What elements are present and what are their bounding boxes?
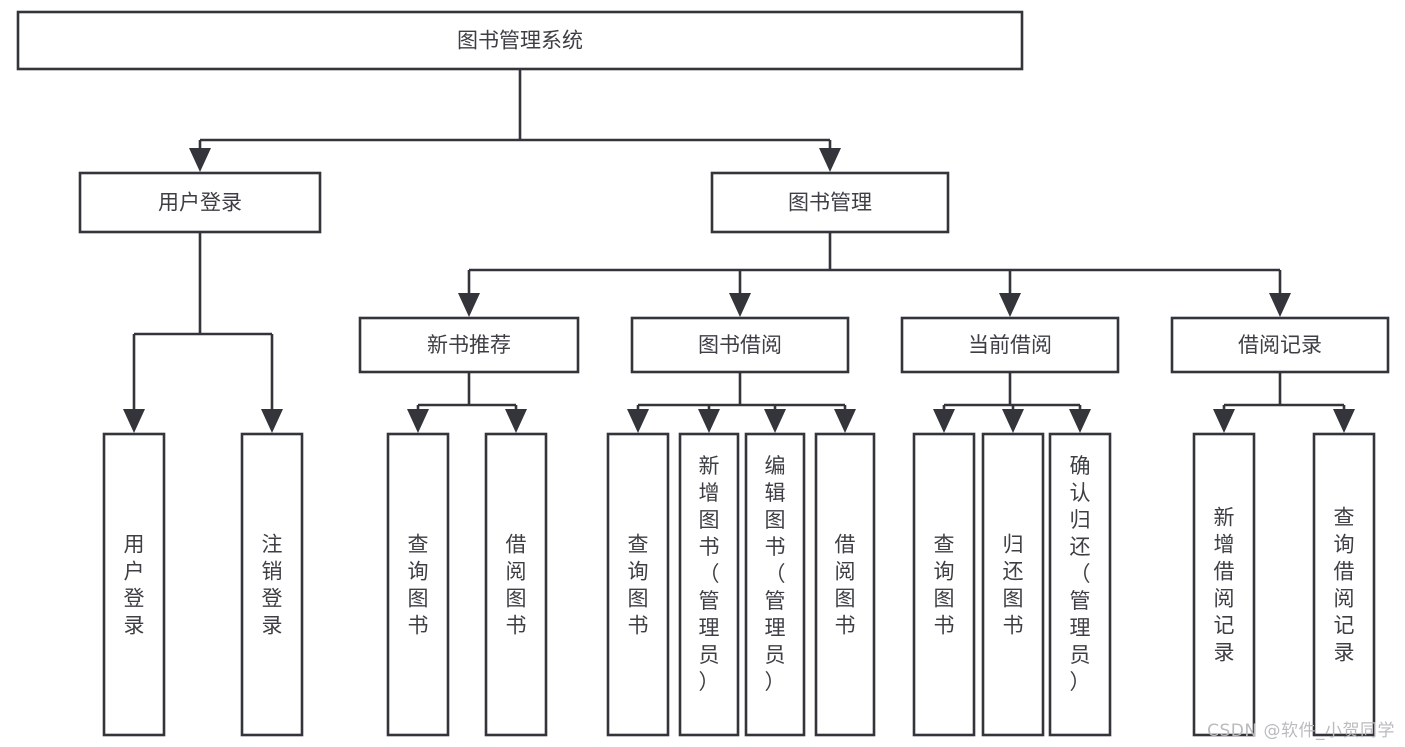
arrow-head-icon <box>123 409 145 433</box>
node-label-leaf-borrow-book-2: 借阅图书 <box>835 533 856 638</box>
node-box-leaf-borrow-book-2 <box>814 432 876 737</box>
edge-recommend-to-leaves <box>407 372 527 433</box>
node-label-leaf-query-book-3: 查询图书 <box>934 533 955 638</box>
node-label-borrow-record: 借阅记录 <box>1238 333 1322 357</box>
node-leaf-return-book[interactable]: 归还图书 <box>981 432 1045 737</box>
arrow-head-icon <box>819 148 841 172</box>
arrow-head-icon <box>729 293 751 317</box>
node-leaf-query-book-3[interactable]: 查询图书 <box>912 432 976 737</box>
edge-record-to-leaves <box>1213 372 1355 433</box>
node-box-book-manage <box>710 171 950 234</box>
node-box-new-book-recommend <box>358 316 580 374</box>
node-label-new-book-recommend: 新书推荐 <box>427 333 511 357</box>
edge-borrow-to-leaves <box>627 372 856 433</box>
arrow-head-icon <box>261 409 283 433</box>
edge-userlogin-to-leaves <box>123 232 283 433</box>
arrow-head-icon <box>1333 409 1355 433</box>
arrow-head-icon <box>933 409 955 433</box>
node-box-leaf-add-record <box>1192 432 1256 737</box>
node-borrow-record[interactable]: 借阅记录 <box>1170 316 1390 374</box>
arrow-head-icon <box>407 409 429 433</box>
node-leaf-query-book-2[interactable]: 查询图书 <box>606 432 670 737</box>
arrow-head-icon <box>1069 409 1091 433</box>
node-leaf-query-record[interactable]: 查询借阅记录 <box>1312 432 1376 737</box>
node-label-leaf-confirm-return: 确认归还（管理员） <box>1070 454 1091 694</box>
node-label-current-borrow: 当前借阅 <box>968 333 1052 357</box>
node-box-root <box>16 10 1024 71</box>
node-leaf-borrow-book-2[interactable]: 借阅图书 <box>814 432 876 737</box>
nodes-layer: 图书管理系统用户登录图书管理新书推荐图书借阅当前借阅借阅记录用户登录注销登录查询… <box>16 10 1390 737</box>
node-label-leaf-edit-book: 编辑图书（管理员） <box>765 454 786 694</box>
node-leaf-query-book-1[interactable]: 查询图书 <box>386 432 450 737</box>
node-box-leaf-logout <box>240 432 304 737</box>
node-box-leaf-confirm-return <box>1048 432 1112 737</box>
node-label-book-borrow: 图书借阅 <box>698 333 782 357</box>
arrow-head-icon <box>764 409 786 433</box>
node-box-borrow-record <box>1170 316 1390 374</box>
node-label-leaf-add-book: 新增图书（管理员） <box>699 454 720 694</box>
connectors-layer <box>123 69 1355 433</box>
arrow-head-icon <box>189 148 211 172</box>
node-label-leaf-query-record: 查询借阅记录 <box>1334 506 1355 665</box>
arrow-head-icon <box>999 293 1021 317</box>
edge-current-to-leaves <box>933 372 1091 433</box>
node-label-leaf-user-login: 用户登录 <box>124 533 145 638</box>
arrow-head-icon <box>834 409 856 433</box>
node-leaf-add-record[interactable]: 新增借阅记录 <box>1192 432 1256 737</box>
node-user-login[interactable]: 用户登录 <box>78 171 322 234</box>
node-leaf-add-book[interactable]: 新增图书（管理员） <box>678 432 740 737</box>
node-label-leaf-borrow-book-1: 借阅图书 <box>506 533 527 638</box>
node-label-leaf-query-book-1: 查询图书 <box>408 533 429 638</box>
node-box-leaf-query-book-2 <box>606 432 670 737</box>
watermark-text: CSDN @软件_小贺同学 <box>1207 721 1395 741</box>
node-leaf-user-login[interactable]: 用户登录 <box>102 432 166 737</box>
node-label-leaf-logout: 注销登录 <box>262 533 283 638</box>
node-label-user-login: 用户登录 <box>158 191 242 215</box>
arrow-head-icon <box>1002 409 1024 433</box>
edge-root-to-level1 <box>189 69 841 172</box>
node-box-leaf-user-login <box>102 432 166 737</box>
arrow-head-icon <box>698 409 720 433</box>
node-box-leaf-borrow-book-1 <box>484 432 548 737</box>
arrow-head-icon <box>627 409 649 433</box>
node-current-borrow[interactable]: 当前借阅 <box>900 316 1120 374</box>
node-root[interactable]: 图书管理系统 <box>16 10 1024 71</box>
node-box-current-borrow <box>900 316 1120 374</box>
node-box-leaf-query-book-3 <box>912 432 976 737</box>
node-label-leaf-query-book-2: 查询图书 <box>628 533 649 638</box>
node-box-leaf-return-book <box>981 432 1045 737</box>
node-box-book-borrow <box>630 316 850 374</box>
edge-bookmanage-to-level2 <box>458 232 1291 317</box>
node-label-root: 图书管理系统 <box>457 29 583 53</box>
node-box-leaf-query-book-1 <box>386 432 450 737</box>
node-leaf-confirm-return[interactable]: 确认归还（管理员） <box>1048 432 1112 737</box>
node-label-leaf-add-record: 新增借阅记录 <box>1214 506 1235 665</box>
node-box-user-login <box>78 171 322 234</box>
arrow-head-icon <box>458 293 480 317</box>
node-box-leaf-add-book <box>678 432 740 737</box>
node-box-leaf-edit-book <box>744 432 806 737</box>
node-leaf-edit-book[interactable]: 编辑图书（管理员） <box>744 432 806 737</box>
arrow-head-icon <box>1213 409 1235 433</box>
node-leaf-borrow-book-1[interactable]: 借阅图书 <box>484 432 548 737</box>
node-box-leaf-query-record <box>1312 432 1376 737</box>
arrow-head-icon <box>505 409 527 433</box>
node-label-book-manage: 图书管理 <box>788 191 872 215</box>
node-new-book-recommend[interactable]: 新书推荐 <box>358 316 580 374</box>
node-book-borrow[interactable]: 图书借阅 <box>630 316 850 374</box>
node-book-manage[interactable]: 图书管理 <box>710 171 950 234</box>
node-label-leaf-return-book: 归还图书 <box>1003 533 1024 638</box>
arrow-head-icon <box>1269 293 1291 317</box>
node-leaf-logout[interactable]: 注销登录 <box>240 432 304 737</box>
